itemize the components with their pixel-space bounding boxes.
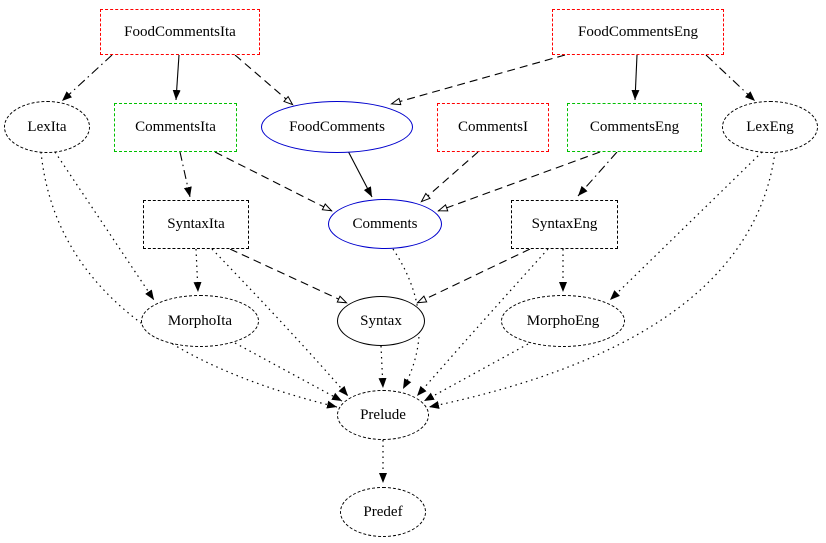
edge-Syntax-Prelude (378, 345, 387, 389)
node-food-comments-ita: FoodCommentsIta (100, 9, 260, 55)
edge-CommentsIta-SyntaxIta (179, 151, 192, 198)
edge-FoodCommentsIta-CommentsIta (172, 54, 181, 101)
node-label: LexEng (746, 118, 794, 135)
node-prelude: Prelude (337, 390, 429, 440)
edge-FoodComments-Comments (347, 150, 373, 198)
node-label: Comments (352, 215, 418, 232)
node-comments-i: CommentsI (437, 103, 549, 152)
edge-SyntaxIta-Syntax (229, 248, 348, 304)
edge-FoodCommentsIta-FoodComments (234, 54, 294, 106)
edge-SyntaxEng-Prelude (416, 248, 549, 397)
node-morpho-ita: MorphoIta (141, 295, 259, 347)
edge-MorphoEng-Prelude (423, 343, 529, 402)
edge-SyntaxIta-Prelude (211, 248, 349, 397)
node-syntax-eng: SyntaxEng (511, 200, 618, 249)
node-label: CommentsEng (589, 119, 680, 135)
node-label: Syntax (360, 312, 402, 329)
edge-FoodCommentsEng-CommentsEng (631, 54, 640, 101)
node-label: LexIta (27, 118, 67, 135)
node-syntax-ita: SyntaxIta (143, 200, 249, 249)
node-comments-ita: CommentsIta (114, 103, 237, 152)
edge-FoodCommentsEng-LexEng (705, 54, 756, 102)
node-label: FoodCommentsEng (577, 23, 698, 40)
edge-CommentsIta-Comments (214, 151, 333, 212)
node-label: SyntaxEng (531, 216, 598, 232)
node-comments: Comments (328, 199, 442, 249)
node-label: FoodCommentsIta (124, 23, 236, 40)
edge-FoodCommentsIta-LexIta (61, 54, 113, 102)
edge-CommentsEng-SyntaxEng (577, 151, 618, 197)
edge-CommentsEng-Comments (437, 151, 601, 212)
node-food-comments-eng: FoodCommentsEng (552, 9, 724, 55)
edge-LexIta-MorphoIta (54, 151, 155, 301)
edge-LexEng-Prelude (428, 151, 776, 409)
node-label: CommentsIta (135, 119, 216, 135)
node-label: SyntaxIta (167, 216, 225, 232)
edge-SyntaxEng-Syntax (416, 248, 531, 304)
node-label: FoodComments (289, 118, 385, 135)
node-label: CommentsI (458, 119, 528, 135)
node-label: MorphoIta (167, 312, 233, 329)
edge-LexEng-MorphoEng (609, 151, 763, 301)
node-label: Predef (363, 503, 403, 520)
node-lex-eng: LexEng (722, 101, 818, 153)
node-syntax: Syntax (337, 296, 425, 346)
node-comments-eng: CommentsEng (567, 103, 702, 152)
node-lex-ita: LexIta (4, 101, 90, 153)
node-food-comments: FoodComments (261, 101, 413, 153)
edge-SyntaxIta-MorphoIta (193, 248, 202, 293)
edge-LexIta-Prelude (40, 151, 338, 409)
edge-CommentsI-Comments (420, 151, 479, 203)
edge-FoodCommentsEng-FoodComments (390, 54, 566, 106)
node-label: MorphoEng (526, 312, 600, 329)
node-morpho-eng: MorphoEng (501, 295, 625, 347)
node-label: Prelude (360, 406, 406, 423)
node-predef: Predef (340, 487, 426, 537)
edge-MorphoIta-Prelude (234, 342, 343, 402)
